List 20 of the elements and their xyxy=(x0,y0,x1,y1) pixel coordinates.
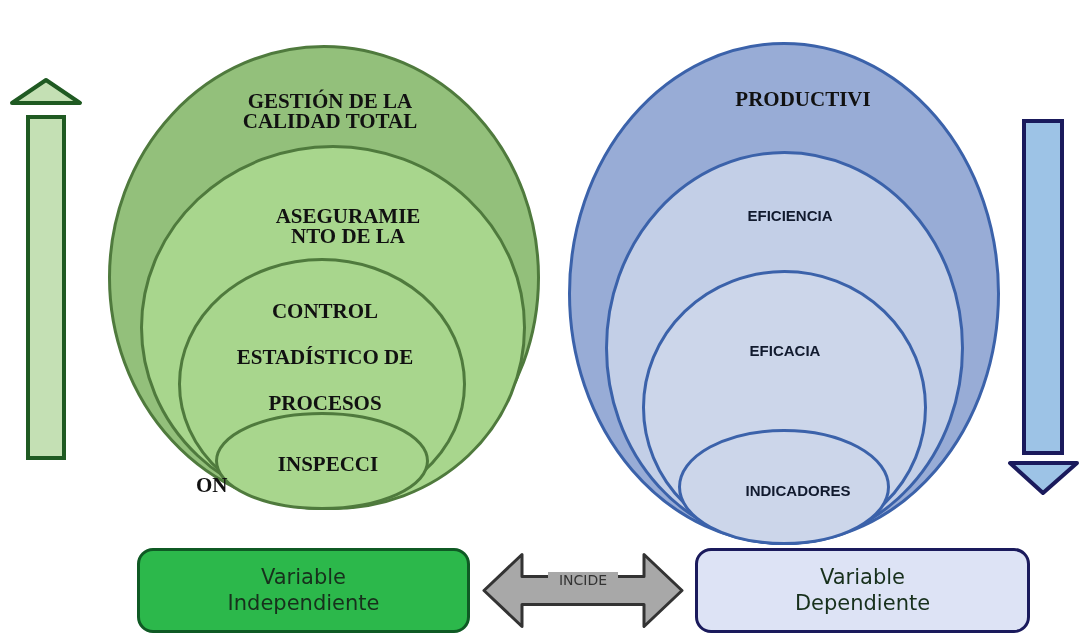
ellipse-label: ASEGURAMIE NTO DE LA xyxy=(274,207,422,247)
box-label: Variable Independiente xyxy=(226,565,381,616)
variable-box xyxy=(137,548,470,633)
nested-ellipse xyxy=(605,151,964,545)
variable-box xyxy=(695,548,1030,633)
ellipse-label: EFICACIA xyxy=(748,342,822,359)
ellipse-label: ON xyxy=(196,476,228,496)
nested-ellipse xyxy=(678,429,890,545)
box-label: Variable Dependiente xyxy=(793,565,932,616)
nested-ellipse xyxy=(108,45,540,510)
nested-ellipse xyxy=(568,42,1000,545)
nested-ellipse xyxy=(178,258,466,510)
nested-ellipse xyxy=(642,270,927,545)
ellipse-label: INDICADORES xyxy=(744,482,852,499)
edge-label: INCIDE xyxy=(548,571,618,588)
nested-ellipse xyxy=(140,145,526,510)
ellipse-label: EFICIENCIA xyxy=(746,207,834,224)
ellipse-label: PRODUCTIVI xyxy=(734,90,872,110)
ellipse-label: CONTROL ESTADÍSTICO DE PROCESOS xyxy=(235,298,415,418)
ellipse-label: INSPECCI xyxy=(276,455,380,475)
